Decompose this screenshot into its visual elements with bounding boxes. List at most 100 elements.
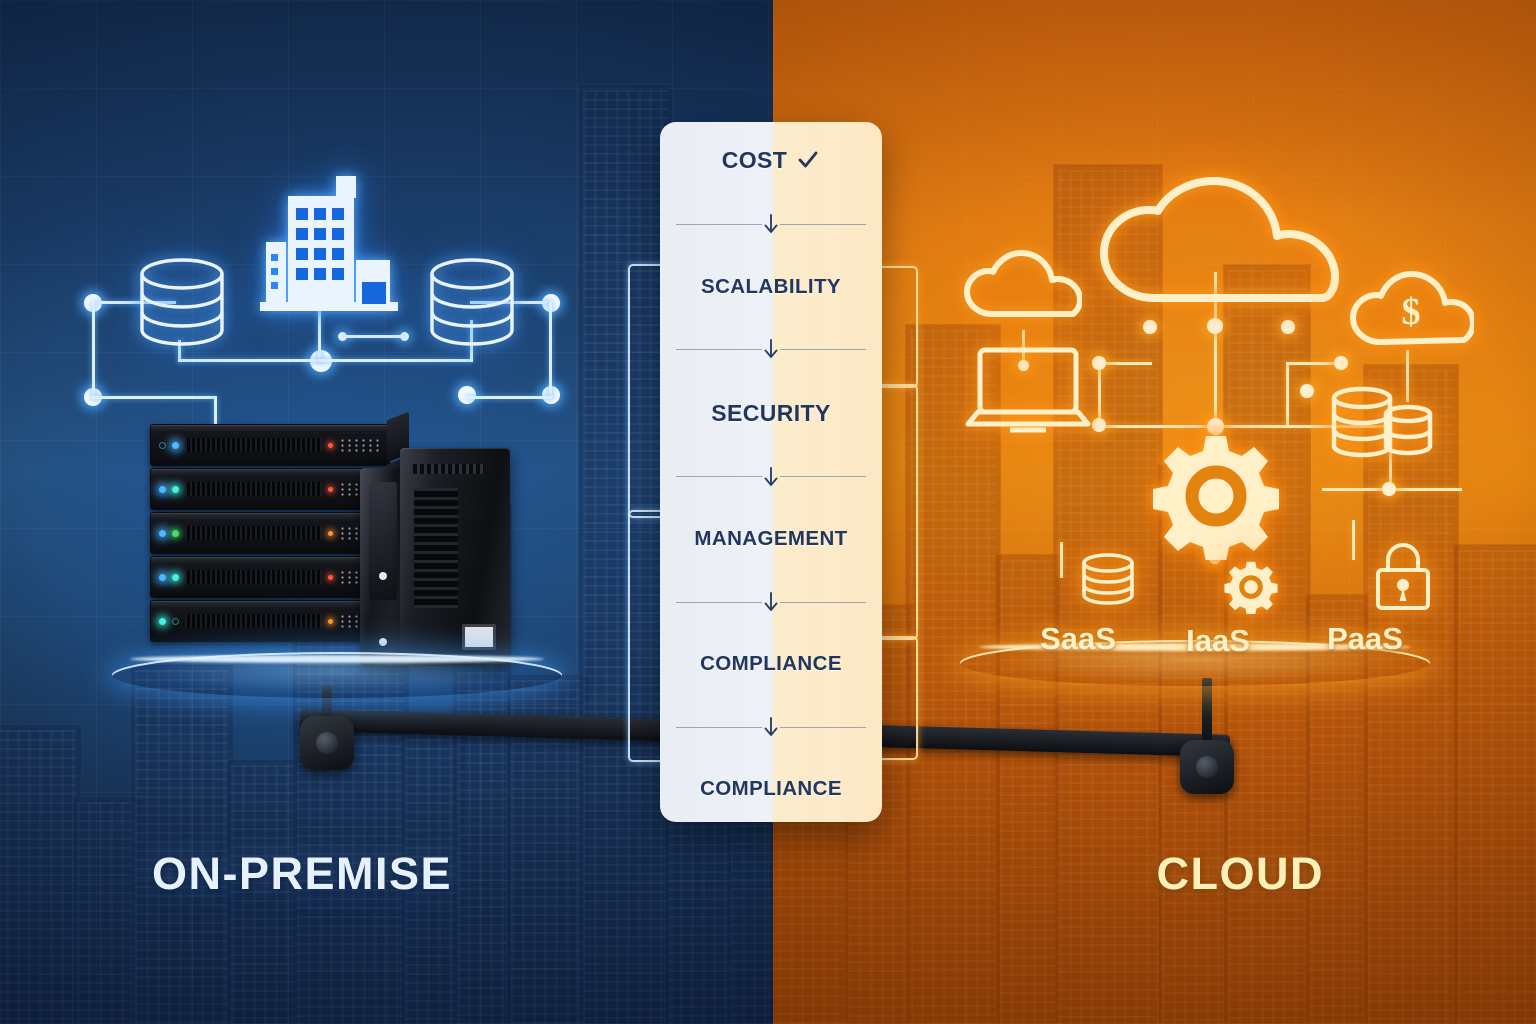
- network-wire: [98, 301, 176, 304]
- panel-row-label: SCALABILITY: [701, 274, 841, 298]
- gear-icon: [1153, 436, 1279, 560]
- network-node: [1207, 318, 1223, 334]
- network-node: [458, 386, 476, 404]
- panel-row-label: COMPLIANCE: [700, 777, 842, 801]
- arrow-down-icon: [764, 592, 778, 612]
- separator-line: [676, 476, 762, 478]
- network-node: [1018, 360, 1029, 371]
- connector-bracket-right: [878, 384, 918, 640]
- on-premise-title: ON-PREMISE: [152, 848, 453, 899]
- connector-bracket-right: [878, 636, 918, 760]
- network-wire: [1286, 364, 1289, 426]
- connector-bracket-left: [628, 510, 664, 762]
- separator-line: [780, 476, 866, 478]
- service-iaas: IaaS: [1158, 560, 1278, 656]
- check-icon: [798, 151, 818, 168]
- scale-platter-right: [960, 640, 1430, 686]
- gear-icon: [1224, 561, 1278, 615]
- separator-line: [780, 726, 866, 728]
- database-icon: [1082, 553, 1134, 605]
- coin-stack-icon: [1331, 386, 1433, 458]
- server-tower-slim-icon: [360, 468, 406, 666]
- comparison-panel[interactable]: COST SCALABILITY SECURITY: [660, 122, 882, 822]
- panel-row-compliance-2[interactable]: COMPLIANCE: [660, 779, 882, 800]
- panel-row-compliance-1[interactable]: COMPLIANCE: [660, 654, 882, 675]
- network-node: [1092, 418, 1106, 432]
- network-wire: [549, 301, 552, 397]
- cloud-small-icon: [964, 250, 1082, 317]
- server-tower-icon: [400, 448, 510, 666]
- separator-line: [780, 223, 866, 225]
- panel-row-cost[interactable]: COST: [660, 148, 882, 172]
- panel-row-label: SECURITY: [711, 399, 831, 426]
- panel-row-security[interactable]: SECURITY: [660, 399, 882, 426]
- network-wire: [1098, 364, 1101, 426]
- cloud-dollar-icon: $: [1350, 271, 1474, 345]
- service-label: SaaS: [1040, 621, 1116, 656]
- service-saas: SaaS: [1018, 552, 1138, 654]
- panel-separator: [660, 466, 882, 488]
- network-wire: [470, 320, 473, 362]
- network-node: [1382, 482, 1396, 496]
- separator-line: [676, 223, 762, 225]
- network-wire: [1060, 542, 1063, 578]
- service-label: PaaS: [1327, 621, 1403, 656]
- panel-row-label: COST: [721, 146, 788, 173]
- drive-bay: [462, 624, 496, 650]
- service-paas: PaaS: [1300, 540, 1430, 654]
- panel-row-scalability[interactable]: SCALABILITY: [660, 274, 882, 298]
- separator-line: [780, 348, 866, 350]
- network-node: [1334, 356, 1348, 370]
- office-building-icon: [260, 176, 398, 311]
- network-node: [1143, 320, 1157, 334]
- network-wire: [1406, 350, 1409, 402]
- connector-bracket-right: [878, 266, 918, 388]
- network-node: [338, 332, 347, 341]
- network-node: [400, 332, 409, 341]
- separator-line: [676, 726, 762, 728]
- network-wire: [344, 335, 404, 338]
- network-wire: [1352, 520, 1355, 560]
- panel-separator: [660, 591, 882, 613]
- network-wire: [1214, 272, 1217, 458]
- panel-separator: [660, 213, 882, 235]
- scale-platter-left: [112, 652, 562, 698]
- network-wire: [178, 340, 181, 362]
- panel-row-management[interactable]: MANAGEMENT: [660, 529, 882, 550]
- arrow-down-icon: [764, 717, 778, 737]
- network-wire: [1098, 425, 1392, 428]
- panel-row-label: MANAGEMENT: [694, 527, 848, 551]
- network-node: [1281, 320, 1295, 334]
- network-hub-node: [1207, 418, 1224, 435]
- network-wire: [1389, 425, 1392, 489]
- database-icon: [140, 258, 224, 346]
- network-wire: [92, 396, 214, 399]
- arrow-down-icon: [764, 214, 778, 234]
- panel-separator: [660, 716, 882, 738]
- network-wire: [92, 301, 95, 397]
- network-wire: [470, 301, 548, 304]
- service-label: IaaS: [1186, 623, 1250, 658]
- panel-separator: [660, 338, 882, 360]
- platter-stem: [1202, 678, 1212, 740]
- cloud-title: CLOUD: [1156, 848, 1324, 899]
- cloud-icon: [1100, 177, 1339, 302]
- network-wire: [318, 310, 321, 358]
- separator-line: [676, 348, 762, 350]
- lock-icon: [1376, 543, 1430, 610]
- separator-line: [780, 601, 866, 603]
- right-vignette: [773, 0, 1536, 1024]
- connector-bracket-left: [628, 264, 664, 518]
- network-wire: [1286, 362, 1340, 365]
- database-icon: [430, 258, 514, 346]
- panel-row-label: COMPLIANCE: [700, 652, 842, 676]
- server-rack-icon: [150, 424, 410, 664]
- network-node: [1300, 384, 1314, 398]
- arrow-down-icon: [764, 467, 778, 486]
- network-wire: [178, 359, 323, 362]
- arrow-down-icon: [764, 339, 778, 359]
- network-node: [1092, 356, 1106, 370]
- scale-pivot-right: [1180, 740, 1234, 794]
- network-wire: [318, 359, 472, 362]
